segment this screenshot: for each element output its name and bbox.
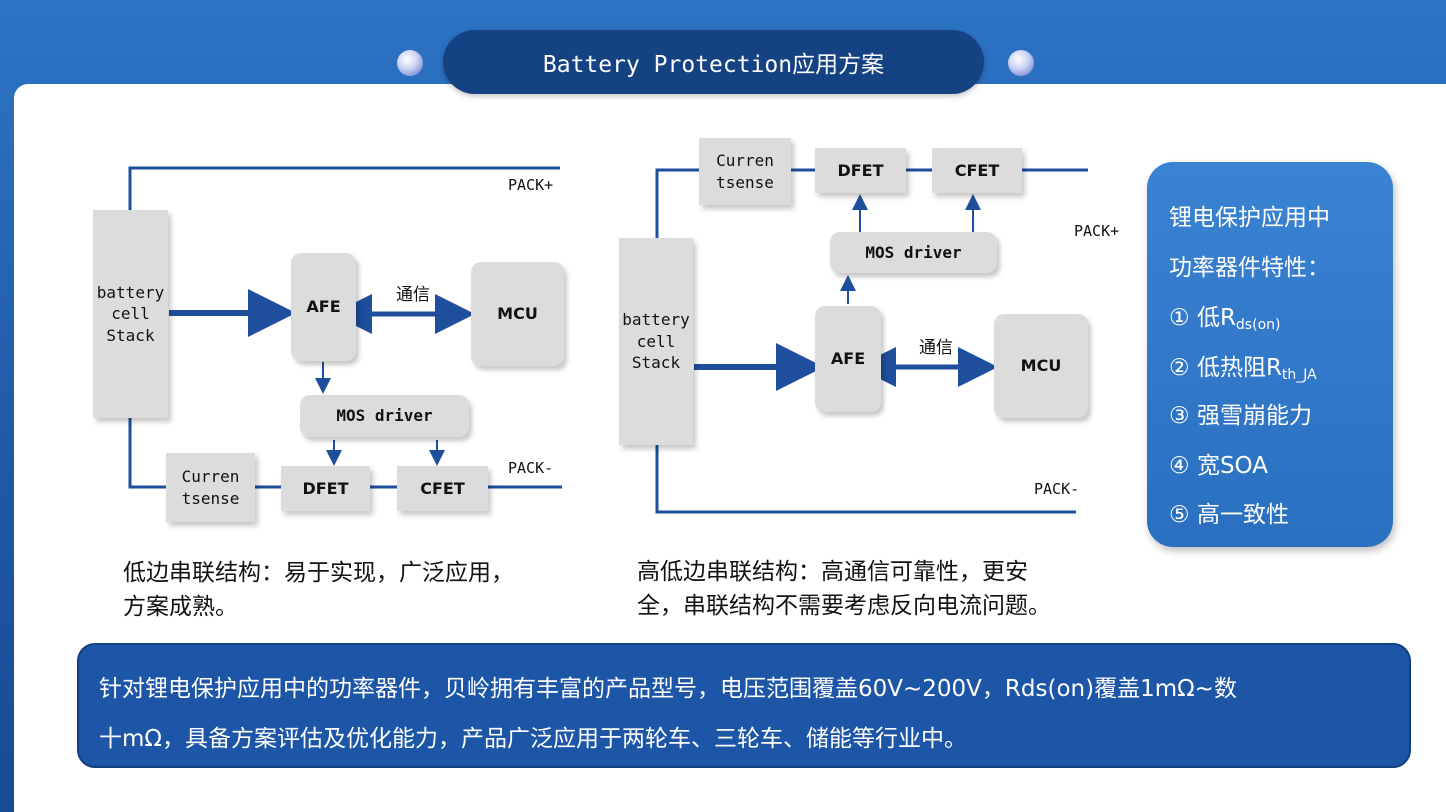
page-title: Battery Protection应用方案 [443,30,984,94]
features-heading-2: 功率器件特性： [1169,255,1330,281]
left-dfet-block: DFET [281,466,370,511]
summary-banner: 针对锂电保护应用中的功率器件，贝岭拥有丰富的产品型号，电压范围覆盖60V~200… [77,643,1411,768]
right-caption: 高低边串联结构：高通信可靠性，更安全，串联结构不需要考虑反向电流问题。 [637,559,1051,619]
left-mos-driver: MOS driver [300,395,469,437]
summary-line-1: 针对锂电保护应用中的功率器件，贝岭拥有丰富的产品型号，电压范围覆盖60V~200… [99,676,1237,702]
right-cfet-block: CFET [932,148,1022,193]
left-mcu-block: MCU [471,262,564,366]
features-card: 锂电保护应用中 功率器件特性： ① 低Rds(on) ② 低热阻Rth_JA ③… [1147,162,1393,547]
left-caption: 低边串联结构：易于实现，广泛应用，方案成熟。 [123,560,514,620]
summary-line-2: 十mΩ，具备方案评估及优化能力，产品广泛应用于两轮车、三轮车、储能等行业中。 [99,726,967,752]
left-comm-label: 通信 [396,285,430,305]
right-dfet-block: DFET [815,148,906,193]
right-mcu-block: MCU [994,314,1088,418]
left-pack-plus: PACK+ [508,176,554,194]
left-pack-minus: PACK- [508,459,554,477]
feature-item: ② 低热阻Rth_JA [1169,355,1317,383]
right-mos-driver: MOS driver [830,232,997,273]
right-comm-label: 通信 [919,338,953,358]
right-afe-block: AFE [815,306,881,412]
feature-item: ⑤ 高一致性 [1169,502,1289,528]
left-afe-block: AFE [291,253,356,361]
left-cfet-block: CFET [397,466,488,511]
right-pack-minus: PACK- [1034,480,1080,498]
feature-item: ④ 宽SOA [1169,453,1268,479]
right-orb-icon [1008,50,1034,76]
feature-item: ① 低Rds(on) [1169,305,1281,333]
right-pack-plus: PACK+ [1074,222,1120,240]
features-heading-1: 锂电保护应用中 [1169,205,1330,231]
left-orb-icon [397,50,423,76]
feature-item: ③ 强雪崩能力 [1169,403,1312,429]
